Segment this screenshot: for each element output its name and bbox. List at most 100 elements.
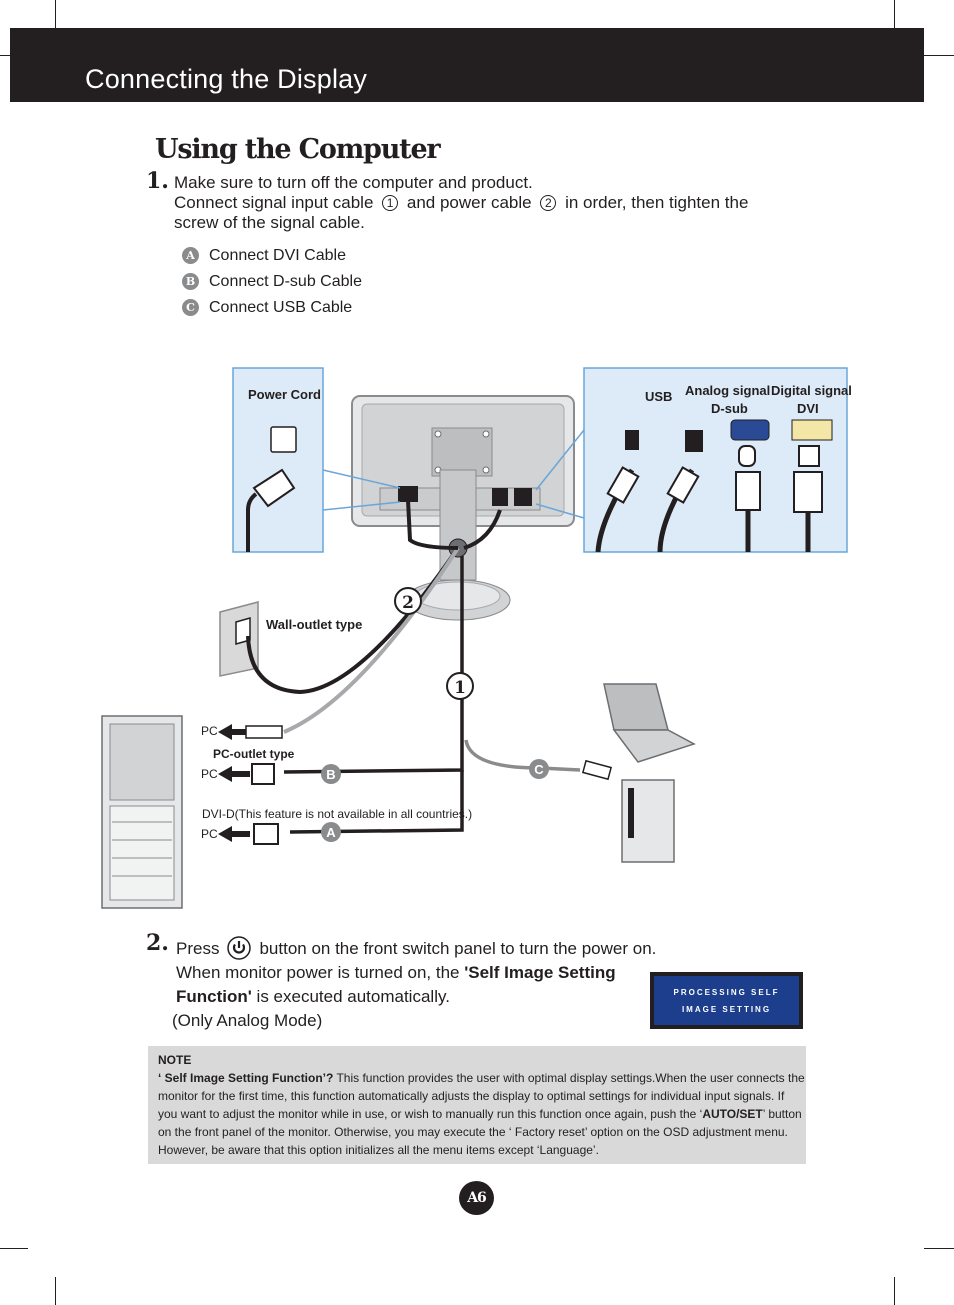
- power-socket-icon: [270, 426, 297, 453]
- power-cord-label: Power Cord: [248, 387, 321, 402]
- cable-c-badge-text: C: [534, 762, 544, 777]
- dvi-d-note: DVI-D(This feature is not available in a…: [202, 807, 472, 821]
- note-title: NOTE: [158, 1053, 192, 1067]
- laptop-illustration: [603, 683, 696, 763]
- arrow-left-icon: [218, 766, 250, 782]
- dsub-label: D-sub: [711, 401, 748, 416]
- cable-2-marker: 2: [540, 195, 557, 211]
- step-1-line-1: Make sure to turn off the computer and p…: [174, 173, 533, 192]
- dsub-connector-icon: [245, 725, 283, 739]
- step-2-line-2: When monitor power is turned on, the 'Se…: [176, 961, 656, 985]
- usb-b-port-icon: [625, 430, 639, 450]
- power-button-icon: [227, 936, 252, 960]
- analog-signal-label: Analog signal: [685, 383, 770, 398]
- note-text-2: ’ button on the front panel of the monit…: [158, 1107, 802, 1157]
- monitor-back-illustration: [351, 395, 575, 621]
- digital-signal-label: Digital signal: [771, 383, 852, 398]
- step-2-line-2a: When monitor power is turned on, the: [176, 963, 465, 982]
- option-badge-c: C: [182, 299, 199, 316]
- crop-mark: [55, 1277, 56, 1305]
- option-label: Connect D-sub Cable: [209, 273, 362, 290]
- cable-2-badge-text: 2: [402, 593, 414, 613]
- cable-1-marker: 1: [382, 195, 399, 211]
- option-badge-b: B: [182, 273, 199, 290]
- crop-mark: [55, 0, 56, 28]
- note-box: NOTE ‘ Self Image Setting Function’? Thi…: [148, 1046, 806, 1164]
- pc-tower-back-illustration: [101, 715, 183, 909]
- crop-mark: [0, 55, 10, 56]
- header-bar: [10, 28, 924, 102]
- crop-mark: [924, 1248, 954, 1249]
- cable-c-badge: [529, 759, 549, 779]
- pc-label-power: PC: [201, 767, 218, 781]
- step-2-text: Press button on the front switch panel to…: [172, 936, 656, 1033]
- desktop-tower-illustration: [621, 779, 675, 863]
- step-2-line-1b: button on the front switch panel to turn…: [259, 939, 657, 958]
- step-2-line-3-bold: Function': [176, 987, 252, 1006]
- dvi-plug-illustration: [793, 445, 823, 552]
- page-header-title: Connecting the Display: [85, 64, 368, 94]
- step-1-number: 1.: [146, 168, 169, 194]
- osd-line-1: PROCESSING SELF: [673, 987, 780, 997]
- pc-label-dvi: PC: [201, 827, 218, 841]
- dvi-connector-icon: [253, 823, 279, 845]
- option-badge-a: A: [182, 247, 199, 264]
- usb-a-port-icon: [685, 430, 703, 452]
- usb-plug-end-icon: [581, 759, 613, 781]
- arrow-left-icon: [218, 724, 246, 740]
- osd-message-screen: PROCESSING SELF IMAGE SETTING: [650, 972, 803, 1029]
- cable-a-badge: [321, 822, 341, 842]
- wall-outlet-label: Wall-outlet type: [266, 617, 362, 632]
- step-2-line-3: Function' is executed automatically.: [176, 985, 656, 1009]
- option-label: Connect USB Cable: [209, 299, 353, 316]
- page-number: A6: [459, 1181, 494, 1215]
- note-question: ‘ Self Image Setting Function’?: [158, 1071, 334, 1085]
- option-label: Connect DVI Cable: [209, 247, 346, 264]
- power-plug-icon: [246, 468, 296, 552]
- cable-2-badge: [394, 587, 422, 615]
- dsub-plug-illustration: [735, 445, 761, 552]
- cable-1-badge-text: 1: [454, 678, 466, 698]
- step-1-line-2b: and power cable: [402, 193, 537, 212]
- option-usb: C Connect USB Cable: [182, 298, 352, 318]
- crop-mark: [894, 0, 895, 28]
- section-title: Using the Computer: [155, 134, 441, 165]
- callout-line: [322, 501, 401, 511]
- option-dsub: B Connect D-sub Cable: [182, 272, 362, 292]
- step-2-line-2-bold: 'Self Image Setting: [464, 963, 616, 982]
- step-1-line-2c: in order, then tighten the: [560, 193, 749, 212]
- usb-b-plug-icon: [606, 466, 640, 504]
- pc-label-dsub: PC: [201, 724, 218, 738]
- callout-line: [535, 429, 585, 491]
- step-2-line-1: Press button on the front switch panel to…: [176, 936, 656, 961]
- pc-outlet-label: PC-outlet type: [213, 747, 295, 761]
- option-dvi: A Connect DVI Cable: [182, 246, 346, 266]
- step-2-number: 2.: [146, 930, 169, 956]
- step-1-line-2a: Connect signal input cable: [174, 193, 379, 212]
- note-text-1: This function provides the user with opt…: [158, 1071, 805, 1121]
- crop-mark: [924, 55, 954, 56]
- step-2-line-3b: is executed automatically.: [251, 987, 450, 1006]
- step-1-text: Make sure to turn off the computer and p…: [174, 173, 748, 233]
- osd-message-inner: PROCESSING SELF IMAGE SETTING: [654, 976, 799, 1025]
- callout-line: [322, 469, 401, 489]
- crop-mark: [894, 1277, 895, 1305]
- note-body: ‘ Self Image Setting Function’? This fun…: [158, 1069, 806, 1159]
- connection-diagram: Power Cord USB Analog signal D-sub Digit…: [101, 367, 852, 909]
- cable-1-badge: [446, 672, 474, 700]
- pc-power-plug-icon: [251, 763, 275, 785]
- osd-line-2: IMAGE SETTING: [681, 1004, 772, 1014]
- cable-b-badge: [321, 764, 341, 784]
- dvi-label: DVI: [797, 401, 819, 416]
- step-2-line-4: (Only Analog Mode): [172, 1011, 323, 1030]
- cable-a-badge-text: A: [326, 825, 336, 840]
- step-2-press: Press: [176, 939, 220, 958]
- usb-a-plug-icon: [666, 466, 700, 504]
- crop-mark: [0, 1248, 28, 1249]
- arrow-left-icon: [218, 826, 250, 842]
- usb-label: USB: [645, 389, 672, 404]
- callout-line: [535, 503, 585, 519]
- dvi-port-icon: [791, 419, 833, 441]
- cable-b-badge-text: B: [326, 767, 335, 782]
- step-1-line-2: Connect signal input cable 1 and power c…: [174, 193, 748, 213]
